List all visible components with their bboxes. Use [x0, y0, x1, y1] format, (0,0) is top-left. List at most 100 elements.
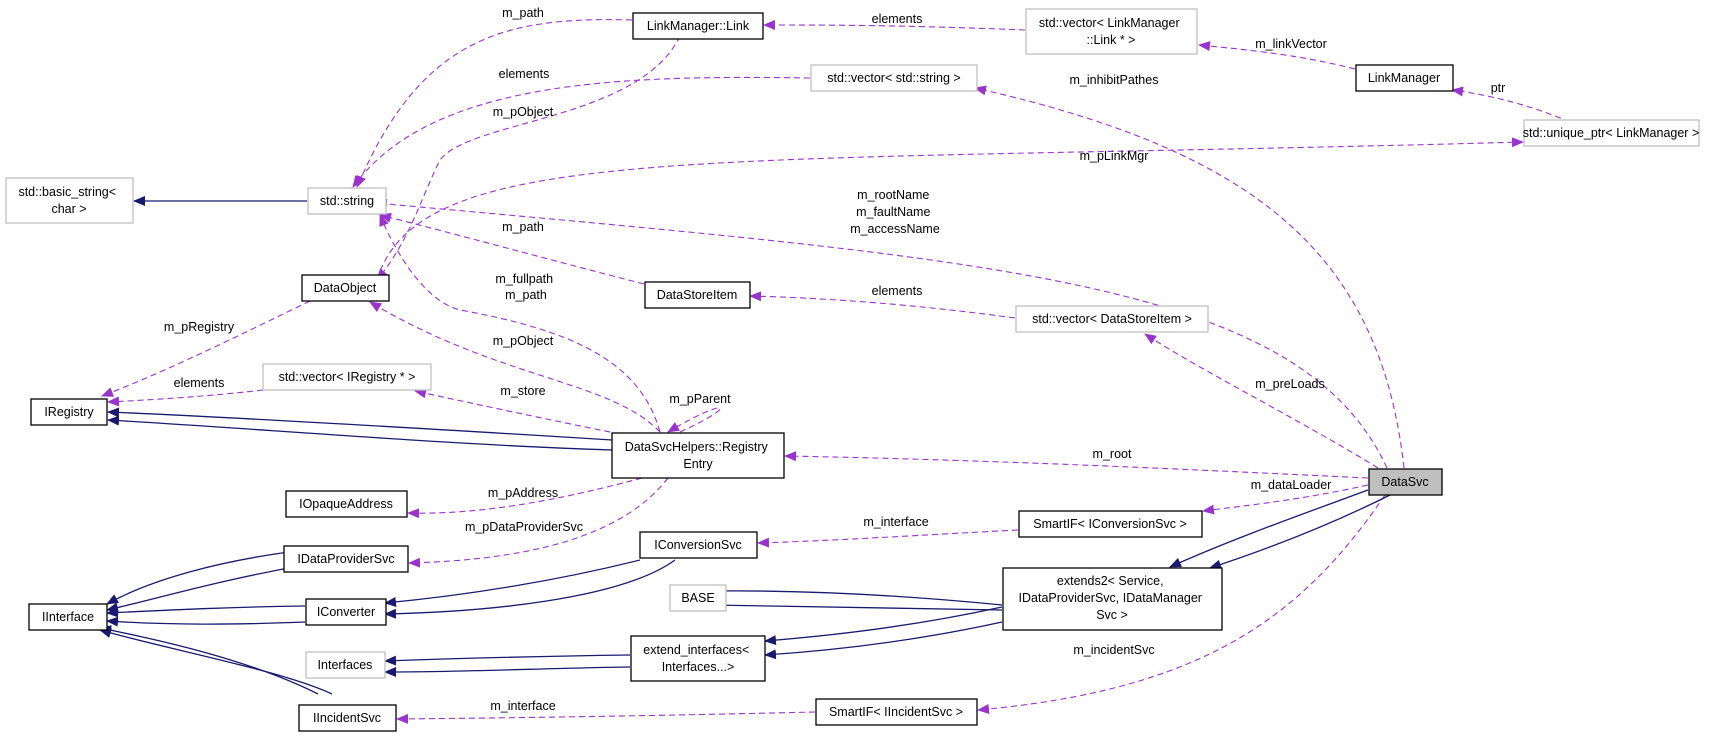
node-smartif-iincidentsvc-label: SmartIF< IIncidentSvc > [829, 705, 963, 719]
node-smartif-iincidentsvc[interactable]: SmartIF< IIncidentSvc > [815, 698, 978, 726]
node-idataprovidersvc[interactable]: IDataProviderSvc [283, 545, 409, 573]
edge-registry-entry-iregistry-2 [107, 415, 613, 451]
edge-label-m-dataloader: m_dataLoader [1251, 478, 1332, 492]
node-basic-string-char-label-1: std::basic_string< [18, 185, 116, 199]
edge-datasvc-extends2-2 [1209, 494, 1391, 570]
node-registry-entry-label-2: Entry [683, 457, 713, 471]
edge-label-m-linkvector: m_linkVector [1255, 37, 1327, 51]
edge-label-m-interface-incident: m_interface [490, 699, 555, 713]
node-iregistry[interactable]: IRegistry [30, 398, 108, 426]
node-dataobject[interactable]: DataObject [301, 274, 390, 302]
node-extend-interfaces-label-1: extend_interfaces< [643, 643, 749, 657]
edge-m-interface-conversion [757, 529, 1019, 548]
edge-iincidentsvc-iinterface-2 [99, 628, 333, 695]
edge-iincidentsvc-iinterface-1 [99, 625, 319, 695]
svg-text:IInterface: IInterface [42, 610, 94, 624]
edge-label-m-path-link: m_path [502, 6, 544, 20]
edge-iconversionsvc-iconverter-2 [384, 559, 676, 619]
node-iopaqueaddress[interactable]: IOpaqueAddress [285, 490, 408, 518]
edge-label-m-paddress: m_pAddress [488, 486, 558, 500]
node-linkmanager-link[interactable]: LinkManager::Link [632, 12, 764, 40]
node-idataprovidersvc-label: IDataProviderSvc [297, 552, 394, 566]
edge-iconverter-iinterface-1 [106, 605, 306, 618]
edge-label-m-pparent: m_pParent [669, 392, 731, 406]
edge-m-store [414, 388, 621, 435]
edge-extends2-base-2 [709, 600, 1003, 611]
node-linkmanager-link-label: LinkManager::Link [647, 19, 750, 33]
edge-m-path-link [356, 19, 633, 188]
edge-m-root-fault-access-name [375, 199, 1388, 469]
node-vector-iregistry-ptr[interactable]: std::vector< IRegistry * > [262, 363, 432, 391]
edge-m-dataloader [1202, 484, 1369, 515]
svg-text:std::vector< std::string >: std::vector< std::string > [827, 71, 960, 85]
edge-m-incidentsvc [977, 494, 1386, 714]
nodes: LinkManager::Link std::vector< LinkManag… [5, 8, 1700, 732]
edge-label-m-inhibitpathes: m_inhibitPathes [1070, 73, 1159, 87]
edge-m-paddress [407, 477, 643, 519]
node-iinterface[interactable]: IInterface [28, 603, 108, 631]
svg-text:std::vector< IRegistry * >: std::vector< IRegistry * > [279, 370, 416, 384]
edge-idataprovidersvc-iinterface-1 [106, 549, 306, 605]
edge-m-plinkmgr [376, 137, 1524, 281]
node-iconverter[interactable]: IConverter [305, 598, 387, 626]
usage-edges [101, 19, 1571, 724]
svg-text:DataStoreItem: DataStoreItem [657, 288, 738, 302]
node-vector-string-label: std::vector< std::string > [827, 71, 960, 85]
node-vector-link-ptr-label-2: ::Link * > [1087, 33, 1136, 47]
svg-text:IConversionSvc: IConversionSvc [654, 538, 742, 552]
edge-label-m-fullpath-path: m_fullpath m_path [495, 272, 556, 302]
edge-idataprovidersvc-iinterface-2 [106, 564, 306, 613]
node-iincidentsvc[interactable]: IIncidentSvc [298, 704, 397, 732]
edge-label-m-plinkmgr: m_pLinkMgr [1080, 149, 1149, 163]
node-datasvc[interactable]: DataSvc [1368, 468, 1443, 496]
svg-text:IDataProviderSvc: IDataProviderSvc [297, 552, 394, 566]
edge-label-m-root: m_root [1093, 447, 1132, 461]
node-interfaces-label: Interfaces [318, 658, 373, 672]
node-basic-string-char-label-2: char > [51, 202, 86, 216]
svg-text:std::vector< DataStoreItem >: std::vector< DataStoreItem > [1032, 312, 1192, 326]
edge-m-linkvector [1198, 41, 1356, 70]
node-vector-iregistry-ptr-label: std::vector< IRegistry * > [279, 370, 416, 384]
node-smartif-iconversionsvc[interactable]: SmartIF< IConversionSvc > [1018, 510, 1203, 538]
svg-text:SmartIF< IConversionSvc >: SmartIF< IConversionSvc > [1033, 517, 1187, 531]
edge-label-m-root-fault-access-name: m_rootName m_faultName m_accessName [850, 188, 940, 236]
node-iconversionsvc[interactable]: IConversionSvc [639, 531, 758, 559]
node-extend-interfaces-label-2: Interfaces...> [662, 660, 735, 674]
svg-text:IOpaqueAddress: IOpaqueAddress [299, 497, 393, 511]
node-registry-entry-label-1: DataSvcHelpers::Registry [625, 440, 769, 454]
edge-label-elements-link: elements [872, 12, 923, 26]
edge-label-m-pregistry: m_pRegistry [164, 320, 235, 334]
node-iopaqueaddress-label: IOpaqueAddress [299, 497, 393, 511]
node-vector-link-ptr[interactable]: std::vector< LinkManager ::Link * > [1025, 8, 1198, 55]
node-extends2-label-1: extends2< Service, [1057, 574, 1164, 588]
edge-iconverter-iinterface-2 [106, 616, 306, 627]
svg-text:LinkManager: LinkManager [1368, 71, 1440, 85]
edge-label-m-store: m_store [500, 384, 545, 398]
edge-registry-entry-iregistry-1 [107, 407, 613, 441]
node-vector-string[interactable]: std::vector< std::string > [810, 64, 978, 92]
node-vector-datastoreitem[interactable]: std::vector< DataStoreItem > [1015, 305, 1209, 333]
node-iregistry-label: IRegistry [44, 405, 94, 419]
edge-label-m-pobject-entry: m_pObject [493, 334, 554, 348]
node-datasvc-label: DataSvc [1381, 475, 1428, 489]
edge-label-m-path-datastoreitem: m_path [502, 220, 544, 234]
node-smartif-iconversionsvc-label: SmartIF< IConversionSvc > [1033, 517, 1187, 531]
edge-m-pparent [667, 407, 721, 433]
node-std-string[interactable]: std::string [307, 187, 387, 215]
edge-elements-iregistry [107, 389, 264, 407]
svg-text:Interfaces: Interfaces [318, 658, 373, 672]
node-registry-entry[interactable]: DataSvcHelpers::Registry Entry [611, 432, 785, 479]
edge-labels: m_path elements m_linkVector elements m_… [164, 6, 1505, 713]
node-base[interactable]: BASE [669, 584, 727, 612]
node-interfaces[interactable]: Interfaces [305, 651, 386, 679]
node-datastoreitem[interactable]: DataStoreItem [644, 281, 751, 309]
node-linkmanager[interactable]: LinkManager [1355, 64, 1454, 92]
edge-m-path-datastoreitem [379, 212, 645, 285]
edge-elements-string [352, 76, 811, 188]
node-std-string-label: std::string [320, 194, 374, 208]
node-basic-string-char[interactable]: std::basic_string< char > [5, 177, 134, 224]
node-extend-interfaces[interactable]: extend_interfaces< Interfaces...> [630, 635, 766, 682]
node-extends2[interactable]: extends2< Service, IDataProviderSvc, IDa… [1002, 567, 1223, 631]
node-iincidentsvc-label: IIncidentSvc [313, 711, 381, 725]
node-unique-ptr-linkmanager[interactable]: std::unique_ptr< LinkManager > [1523, 119, 1700, 147]
